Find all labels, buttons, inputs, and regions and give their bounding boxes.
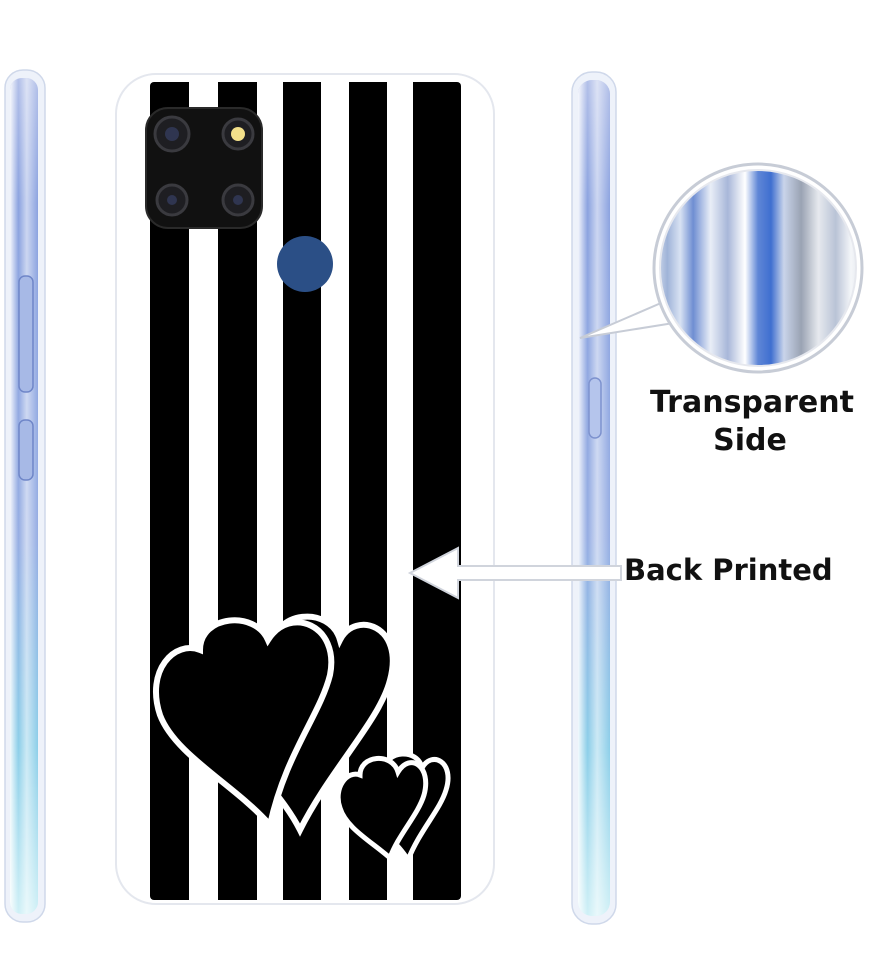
transparent-side-label: Transparent Side xyxy=(650,384,854,460)
fingerprint-sensor-icon xyxy=(277,236,333,292)
transparent-side-line2: Side xyxy=(713,423,787,458)
left-volume-button xyxy=(18,275,34,393)
back-printed-label: Back Printed xyxy=(624,553,833,587)
camera-module-icon xyxy=(145,107,263,229)
right-side-view xyxy=(571,71,617,925)
left-side-view xyxy=(4,69,46,923)
transparent-side-line1: Transparent xyxy=(650,385,854,420)
case-back xyxy=(115,73,495,905)
small-heart-icon xyxy=(335,751,451,866)
transparent-side-zoom xyxy=(579,162,864,374)
large-heart-icon xyxy=(152,613,396,837)
left-power-button xyxy=(18,419,34,481)
arrow-left-icon xyxy=(407,546,622,600)
right-button xyxy=(588,377,602,439)
